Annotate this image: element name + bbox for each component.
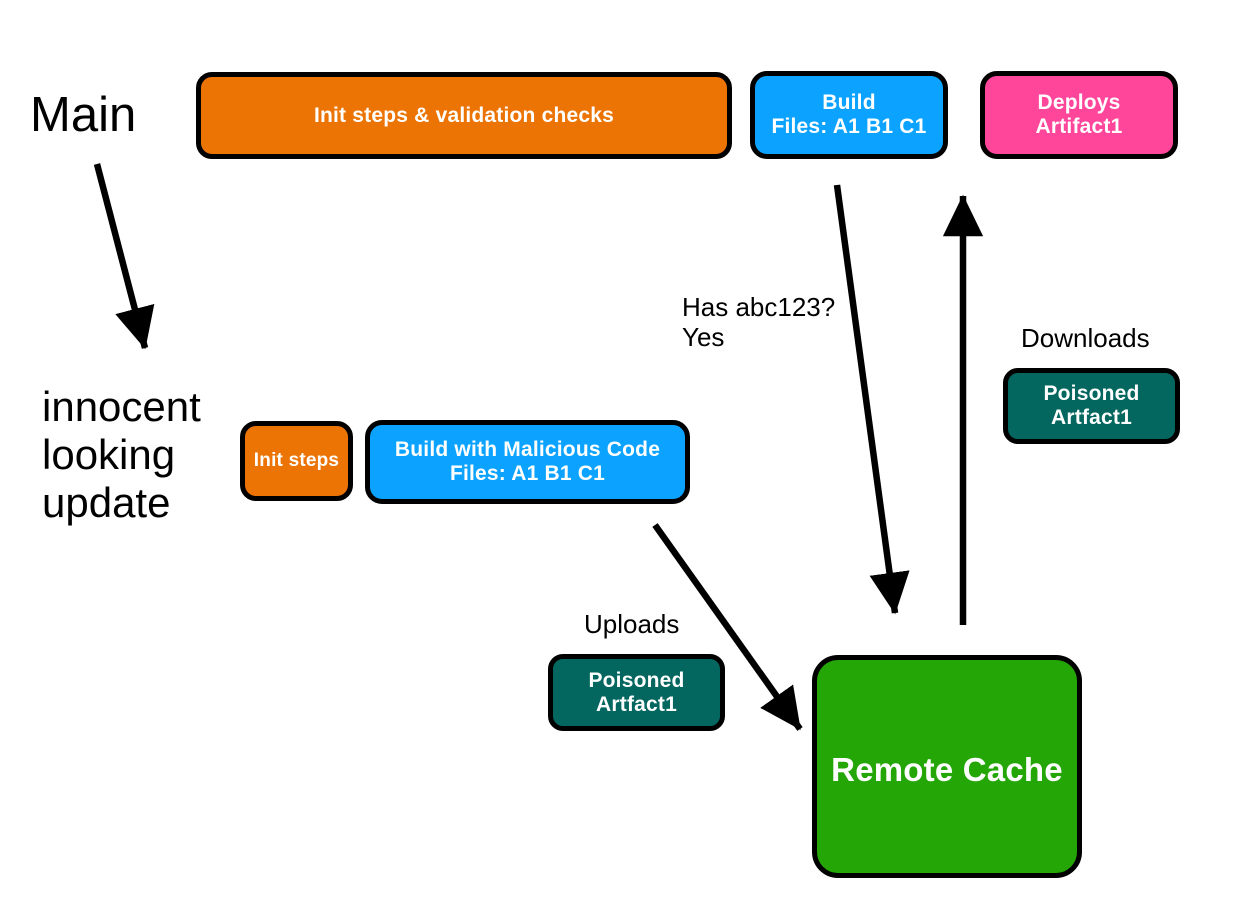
- node-main-build: Build Files: A1 B1 C1: [750, 71, 948, 159]
- node-downloaded-poisoned-artifact: Poisoned Artfact1: [1003, 368, 1180, 444]
- node-remote-cache: Remote Cache: [812, 655, 1082, 878]
- pr-branch-label: innocent looking update: [42, 383, 201, 526]
- cache-query-label: Has abc123? Yes: [682, 292, 836, 352]
- downloads-label: Downloads: [1021, 323, 1150, 353]
- node-pr-build-malicious: Build with Malicious Code Files: A1 B1 C…: [365, 420, 690, 504]
- build-to-cache-lookup-arrow: [833, 184, 910, 615]
- node-main-deploys-artifact: Deploys Artifact1: [980, 71, 1178, 159]
- node-main-init-steps: Init steps & validation checks: [196, 72, 732, 159]
- main-branch-label: Main: [30, 88, 137, 142]
- uploads-label: Uploads: [584, 609, 680, 639]
- node-pr-init-steps: Init steps: [240, 421, 353, 501]
- main-to-pr-branch-arrow: [93, 163, 155, 350]
- node-uploaded-poisoned-artifact: Poisoned Artfact1: [548, 654, 725, 731]
